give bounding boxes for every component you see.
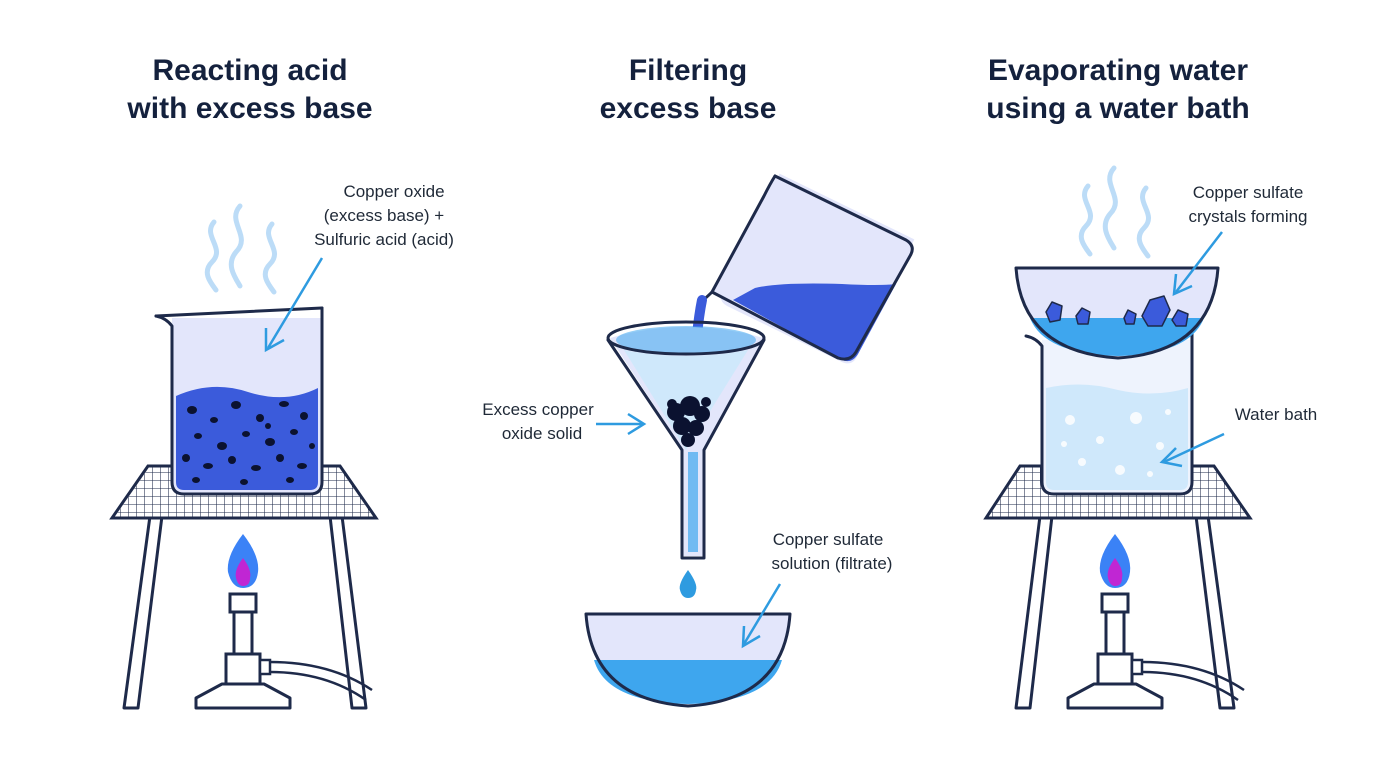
panel-3-title-line-2: using a water bath [986,92,1249,125]
arrow-excess-copper-oxide [596,412,647,436]
filtrate-solution [594,660,782,704]
label-crystals: Copper sulfate crystals forming [1188,183,1307,226]
label-reactants-line-3: Sulfuric acid (acid) [314,230,454,249]
bunsen-burner-icon [194,592,373,710]
label-water-bath: Water bath [1235,405,1318,424]
panel-2-title-line-2: excess base [600,92,777,125]
pouring-solution [733,283,896,362]
water-bath-water [1046,384,1188,490]
panel-2-title-line-1: Filtering [629,54,747,87]
label-excess-copper-oxide-line-2: oxide solid [502,424,582,443]
label-filtrate-line-1: Copper sulfate [773,530,884,549]
label-water-bath-line-1: Water bath [1235,405,1318,424]
panel-1-title: Reacting acid with excess base [126,54,372,125]
evaporating-basin-icon [1014,266,1220,360]
arrow-reactants [264,257,324,353]
steam-icon [204,203,278,295]
flame-icon [227,534,259,588]
panel-3-title: Evaporating water using a water bath [986,54,1249,125]
copper-oxide-particles [182,401,315,485]
collection-basin-icon [584,612,792,708]
label-reactants-line-2: (excess base) + [324,206,445,225]
label-excess-copper-oxide: Excess copper oxide solid [482,400,594,443]
arrow-water-bath [1159,432,1225,468]
label-excess-copper-oxide-line-1: Excess copper [482,400,594,419]
tripod-icon [1014,515,1236,710]
arrow-crystals [1172,231,1223,297]
panel-1-title-line-2: with excess base [126,92,372,125]
label-reactants-line-1: Copper oxide [343,182,444,201]
panel-1: Copper oxide (excess base) + Sulfuric ac… [109,182,454,710]
label-filtrate-line-2: solution (filtrate) [772,554,893,573]
water-bubbles [1061,409,1171,477]
panel-1-title-line-1: Reacting acid [152,54,347,87]
label-crystals-line-2: crystals forming [1188,207,1307,226]
label-reactants: Copper oxide (excess base) + Sulfuric ac… [314,182,454,249]
crystal-icon [1045,295,1189,327]
arrow-filtrate [741,583,782,649]
panel-2: Excess copper oxide solid Copper sulfate… [482,173,915,708]
flame-icon [1099,534,1131,588]
water-bath-beaker-icon [1024,328,1194,496]
label-filtrate: Copper sulfate solution (filtrate) [772,530,893,573]
beaker-icon [154,306,324,496]
panel-3-title-line-1: Evaporating water [988,54,1248,87]
bunsen-burner-icon [1066,592,1245,710]
filtrate-droplet [679,570,697,598]
tripod-icon [122,515,368,710]
copper-oxide-residue [667,396,711,447]
panel-2-title: Filtering excess base [600,54,777,125]
label-crystals-line-1: Copper sulfate [1193,183,1304,202]
steam-icon [1078,165,1152,259]
panel-3: Copper sulfate crystals forming Water ba… [983,165,1318,710]
copper-sulfate-solution [1030,318,1204,356]
pouring-beaker-icon [698,173,915,364]
